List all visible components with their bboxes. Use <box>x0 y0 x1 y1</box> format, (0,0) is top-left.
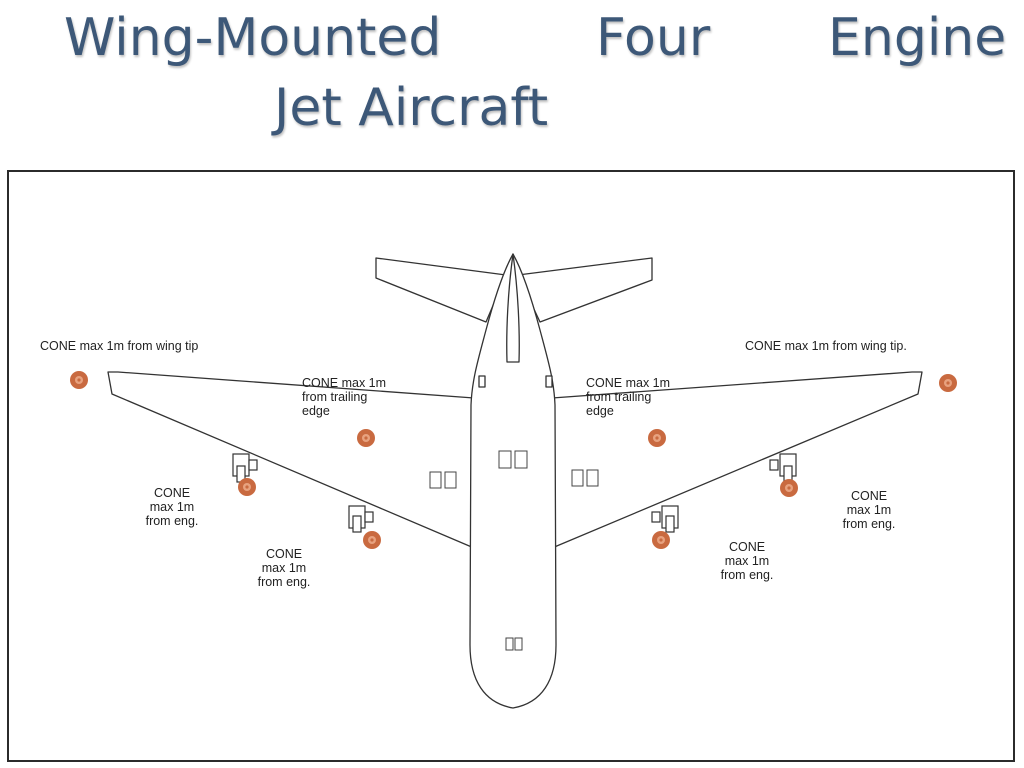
label-cone-wing-tip-right: CONE max 1m from wing tip. <box>745 339 907 353</box>
engine-outer-left <box>232 453 258 483</box>
window-symbol-center <box>498 450 528 469</box>
cone-engine-inner-left <box>363 531 381 549</box>
right-stabilizer <box>517 257 653 323</box>
fuselage <box>469 253 557 709</box>
label-cone-engine-outer-left: CONE max 1m from eng. <box>145 486 199 528</box>
cone-trailing-edge-right <box>648 429 666 447</box>
cone-trailing-edge-left <box>357 429 375 447</box>
engine-inner-right <box>651 505 679 533</box>
window-symbol-nose <box>505 637 523 651</box>
door-left <box>478 375 486 388</box>
label-cone-trailing-edge-left: CONE max 1m from trailing edge <box>302 376 387 418</box>
label-cone-wing-tip-left: CONE max 1m from wing tip <box>40 339 199 353</box>
window-symbol-right-wing <box>571 469 599 487</box>
title-word-four: Four <box>596 8 711 68</box>
engine-inner-left <box>348 505 374 533</box>
cone-engine-outer-right <box>780 479 798 497</box>
label-cone-engine-inner-left: CONE max 1m from eng. <box>257 547 311 589</box>
left-stabilizer <box>375 257 507 323</box>
door-right <box>545 375 553 388</box>
cone-engine-inner-right <box>652 531 670 549</box>
window-symbol-left-wing <box>429 471 457 489</box>
label-cone-engine-inner-right: CONE max 1m from eng. <box>720 540 774 582</box>
title-word-engine: Engine <box>828 8 1007 68</box>
engine-outer-right <box>769 453 797 483</box>
cone-wing-tip-left <box>70 371 88 389</box>
cones <box>70 371 957 549</box>
tail-fin <box>506 253 520 363</box>
title-word-wing-mounted: Wing-Mounted <box>64 8 442 68</box>
cone-engine-outer-left <box>238 478 256 496</box>
label-cone-trailing-edge-right: CONE max 1m from trailing edge <box>586 376 671 418</box>
title-line-jet-aircraft: Jet Aircraft <box>274 78 549 138</box>
slide-title: Wing-Mounted Four Engine Jet Aircraft <box>0 0 1024 150</box>
cone-wing-tip-right <box>939 374 957 392</box>
label-cone-engine-outer-right: CONE max 1m from eng. <box>842 489 896 531</box>
